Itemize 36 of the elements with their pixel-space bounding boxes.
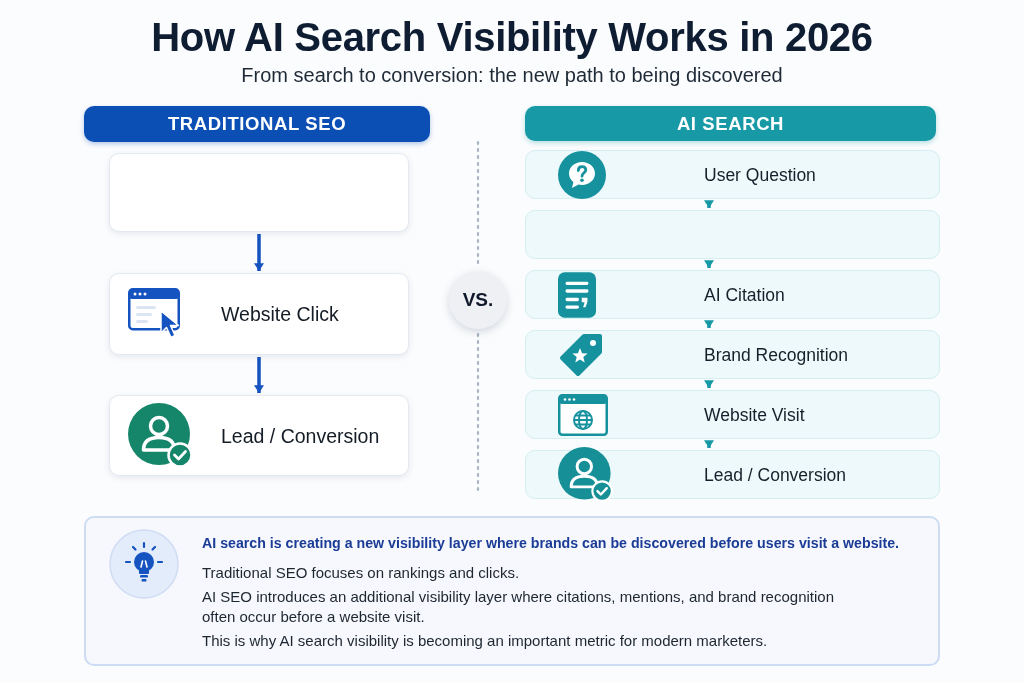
flow-arrow — [704, 200, 714, 208]
step-card — [525, 150, 940, 199]
section-title: AI SEARCH — [676, 112, 785, 135]
panel-heading: AI search is creating a new visibility layer where brands can be discovered before users visit a website. — [202, 534, 901, 553]
flow-arrow — [704, 320, 714, 328]
page-title: How AI Search Visibility Works in 2026 — [151, 14, 873, 61]
step-card — [525, 330, 940, 379]
step-card — [525, 210, 940, 259]
flow-arrow — [704, 380, 714, 388]
step-label: Website Visit — [704, 403, 805, 426]
step-card — [109, 273, 409, 355]
step-label: Lead / Conversion — [704, 463, 847, 486]
flow-arrow — [704, 260, 714, 268]
panel-paragraph: Traditional SEO focuses on rankings and clicks. — [202, 563, 521, 583]
step-card — [109, 153, 409, 232]
step-card — [525, 390, 940, 439]
step-card — [525, 450, 940, 499]
flow-arrow — [254, 234, 264, 271]
step-label: AI Citation — [704, 283, 785, 306]
panel-paragraph: This is why AI search visibility is becoming an important metric for modern marketers. — [202, 631, 769, 651]
step-card — [109, 395, 409, 476]
flow-arrow — [254, 357, 264, 393]
info-panel — [84, 516, 940, 666]
subtitle: From search to conversion: the new path to being discovered — [241, 64, 783, 86]
step-label: Website Click — [221, 302, 339, 326]
section-header — [525, 106, 936, 141]
panel-paragraph: AI SEO introduces an additional visibility layer where citations, mentions, and brand recognition often occur before a website visit. — [202, 587, 835, 627]
step-label: Brand Recognition — [704, 343, 848, 366]
flow-arrow — [704, 440, 714, 448]
vs-badge — [449, 271, 507, 329]
section-header — [84, 106, 430, 142]
section-title: TRADITIONAL SEO — [167, 113, 347, 135]
step-label: Lead / Conversion — [221, 423, 380, 448]
step-label: User Question — [704, 163, 816, 186]
vs-label: VS. — [462, 289, 494, 311]
step-card — [525, 270, 940, 319]
